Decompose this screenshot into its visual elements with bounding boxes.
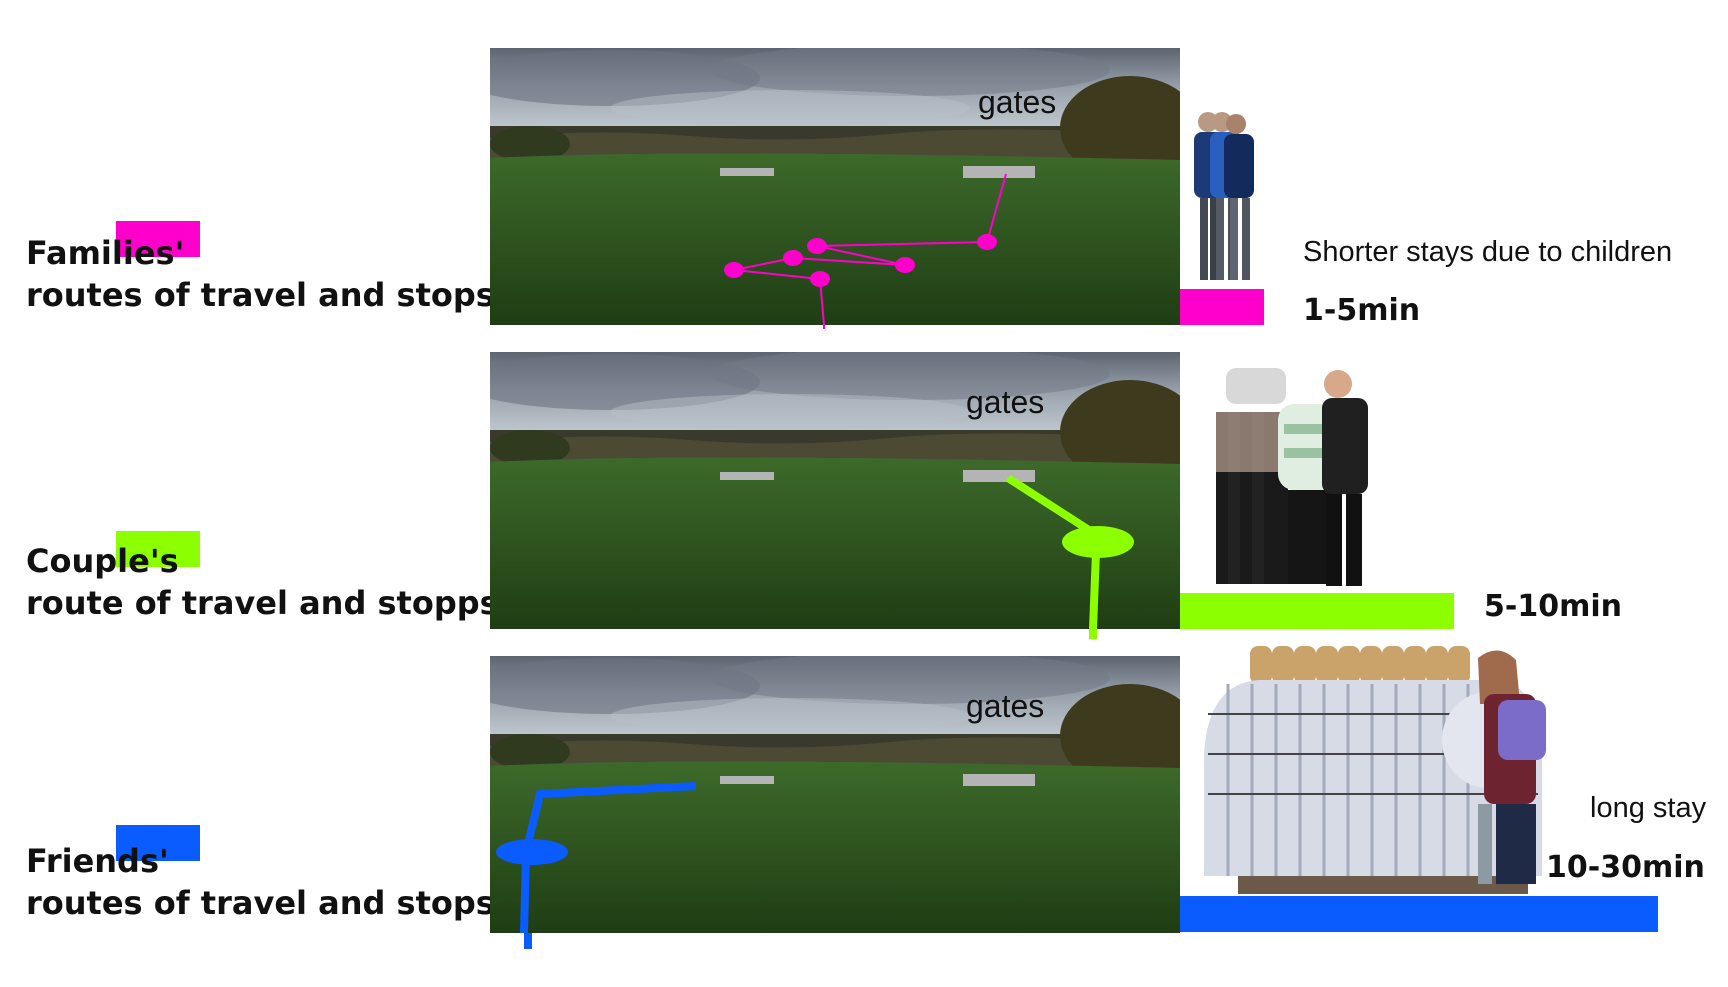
friends-figures-icon bbox=[1198, 644, 1578, 896]
friends-field-photo bbox=[490, 656, 1180, 933]
couples-gates-label: gates bbox=[966, 384, 1045, 420]
friends-note: long stay bbox=[1590, 792, 1707, 824]
friends-legend-swatch bbox=[116, 825, 200, 861]
family-figures-icon bbox=[1180, 108, 1260, 288]
couples-field-photo bbox=[490, 352, 1180, 629]
couples-legend-swatch bbox=[116, 531, 200, 567]
friends-duration: 10-30min bbox=[1546, 850, 1705, 885]
couples-label: Couple's route of travel and stopps bbox=[26, 540, 499, 624]
families-route-tail bbox=[823, 325, 825, 329]
couples-duration: 5-10min bbox=[1484, 589, 1622, 624]
friends-gates-label: gates bbox=[966, 688, 1045, 724]
families-note: Shorter stays due to children bbox=[1303, 236, 1673, 268]
couples-duration-bar bbox=[1180, 593, 1454, 629]
couple-figures-icon bbox=[1208, 364, 1384, 592]
friends-route-tail bbox=[524, 933, 532, 949]
families-gates-label: gates bbox=[978, 84, 1057, 120]
families-duration: 1-5min bbox=[1303, 293, 1421, 328]
couples-label-line2: route of travel and stopps bbox=[26, 584, 499, 622]
families-duration-bar bbox=[1180, 289, 1264, 325]
friends-duration-bar bbox=[1180, 896, 1658, 932]
friends-label: Friends' routes of travel and stops bbox=[26, 840, 495, 924]
friends-label-line1: Friends' bbox=[26, 842, 169, 880]
couples-route-tail bbox=[1089, 629, 1097, 639]
families-field-photo bbox=[490, 48, 1180, 325]
families-label-line2: routes of travel and stops bbox=[26, 276, 495, 314]
families-legend-swatch bbox=[116, 221, 200, 257]
couples-label-line1: Couple's bbox=[26, 542, 179, 580]
families-label: Families' routes of travel and stops bbox=[26, 232, 495, 316]
families-label-line1: Families' bbox=[26, 234, 185, 272]
friends-label-line2: routes of travel and stops bbox=[26, 884, 495, 922]
